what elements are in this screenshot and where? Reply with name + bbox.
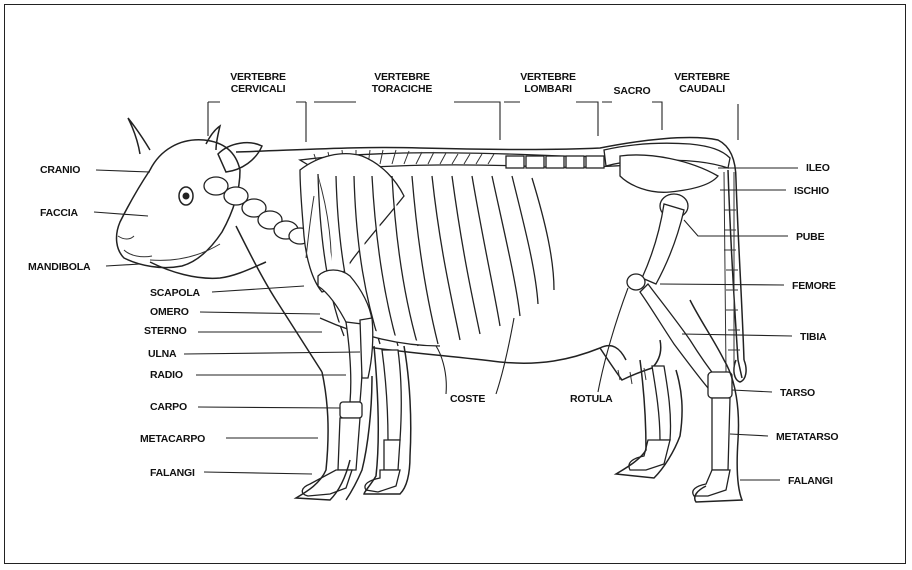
label-vertebre-lombari-2: LOMBARI — [524, 83, 572, 95]
label-cranio: CRANIO — [40, 164, 80, 176]
label-ischio: ISCHIO — [794, 185, 829, 197]
label-vertebre-cervicali-1: VERTEBRE — [230, 71, 286, 83]
label-vertebre-toraciche-2: TORACICHE — [372, 83, 433, 95]
label-rotula: ROTULA — [570, 393, 613, 405]
foreleg-far — [364, 346, 411, 494]
lumbar-vertebrae — [506, 156, 604, 168]
label-scapola: SCAPOLA — [150, 287, 201, 299]
label-vertebre-lombari-1: VERTEBRE — [520, 71, 576, 83]
label-mandibola: MANDIBOLA — [28, 261, 91, 273]
label-omero: OMERO — [150, 306, 189, 318]
label-ulna: ULNA — [148, 348, 177, 360]
scapula-bone — [300, 154, 404, 292]
label-metacarpo: METACARPO — [140, 433, 205, 445]
label-tarso: TARSO — [780, 387, 815, 399]
label-metatarso: METATARSO — [776, 431, 838, 443]
label-vertebre-cervicali-2: CERVICALI — [231, 83, 286, 95]
label-radio: RADIO — [150, 369, 183, 381]
label-femore: FEMORE — [792, 280, 836, 292]
label-tibia: TIBIA — [800, 331, 827, 343]
label-sterno: STERNO — [144, 325, 187, 337]
label-faccia: FACCIA — [40, 207, 79, 219]
label-vertebre-toraciche-1: VERTEBRE — [374, 71, 430, 83]
top-labels: VERTEBRE CERVICALI VERTEBRE TORACICHE VE… — [208, 71, 738, 142]
label-falangi-front: FALANGI — [150, 467, 195, 479]
label-vertebre-caudali-1: VERTEBRE — [674, 71, 730, 83]
bottom-labels: COSTE ROTULA — [436, 288, 628, 405]
label-pube: PUBE — [796, 231, 825, 243]
label-sacro: SACRO — [614, 85, 651, 97]
label-falangi-hind: FALANGI — [788, 475, 833, 487]
label-ileo: ILEO — [806, 162, 830, 174]
label-coste: COSTE — [450, 393, 485, 405]
label-vertebre-caudali-2: CAUDALI — [679, 83, 725, 95]
label-carpo: CARPO — [150, 401, 187, 413]
